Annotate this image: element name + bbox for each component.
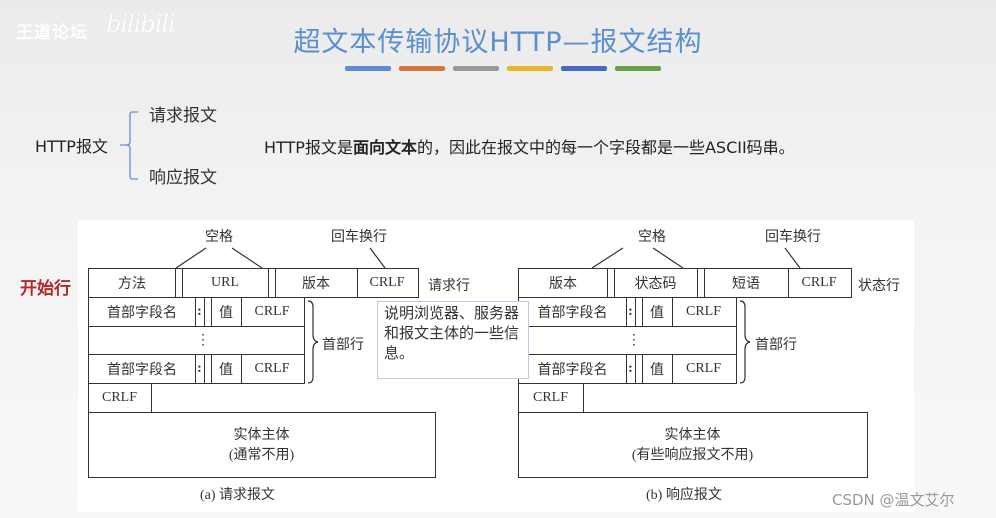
request-crlf-label: 回车换行 bbox=[331, 230, 387, 245]
color-bar bbox=[615, 66, 661, 71]
entity-body-note: (通常不用) bbox=[228, 448, 295, 463]
header-value: 值 bbox=[650, 306, 664, 321]
request-line-label: 请求行 bbox=[428, 279, 470, 294]
desc-post: 的，因此在报文中的每一个字段都是一些ASCII码串。 bbox=[416, 138, 795, 157]
wangdao-logo: 王道论坛 bbox=[16, 23, 88, 43]
color-bar bbox=[453, 66, 499, 71]
header-row: 首部字段名 : 值 CRLF bbox=[518, 297, 737, 327]
response-space-label: 空格 bbox=[638, 230, 666, 245]
http-message-root: HTTP报文 bbox=[35, 137, 108, 156]
bilibili-logo: bilibili bbox=[106, 10, 176, 38]
cell-crlf: CRLF bbox=[801, 275, 837, 290]
entity-body-title: 实体主体 bbox=[664, 428, 721, 443]
status-line-label: 状态行 bbox=[858, 279, 900, 294]
cell-crlf: CRLF bbox=[369, 275, 405, 290]
header-value: 值 bbox=[219, 306, 233, 321]
header-crlf: CRLF bbox=[685, 361, 721, 376]
slide-title: 超文本传输协议HTTP—报文结构 bbox=[293, 27, 703, 58]
header-colon: : bbox=[197, 361, 202, 376]
request-caption: (a) 请求报文 bbox=[200, 488, 276, 503]
entity-body: 实体主体 (通常不用) bbox=[88, 412, 436, 478]
csdn-watermark: CSDN @温文艾尔 bbox=[832, 491, 955, 509]
desc-bold: 面向文本 bbox=[352, 138, 417, 157]
start-line-label: 开始行 bbox=[20, 279, 71, 299]
request-space-label: 空格 bbox=[205, 230, 233, 245]
request-header-label: 首部行 bbox=[322, 338, 364, 353]
header-ellipsis-row: ⋮ bbox=[88, 326, 305, 355]
cell-version: 版本 bbox=[549, 277, 577, 292]
cell-status-code: 状态码 bbox=[634, 277, 677, 292]
header-field-name: 首部字段名 bbox=[107, 306, 177, 321]
header-crlf: CRLF bbox=[254, 361, 290, 376]
color-bar bbox=[399, 66, 445, 71]
response-message-node: 响应报文 bbox=[149, 168, 217, 188]
color-bar bbox=[345, 66, 391, 71]
tree-brace-icon bbox=[120, 111, 138, 180]
entity-body-note: (有些响应报文不用) bbox=[631, 448, 754, 463]
header-ellipsis-row: ⋮ bbox=[518, 326, 737, 355]
header-field-name: 首部字段名 bbox=[537, 306, 608, 321]
color-bar bbox=[507, 66, 553, 71]
header-field-name: 首部字段名 bbox=[537, 363, 608, 378]
request-pointer-lines bbox=[175, 247, 386, 269]
ellipsis: ⋮ bbox=[627, 333, 641, 348]
cell-method: 方法 bbox=[118, 277, 146, 292]
header-value: 值 bbox=[219, 363, 233, 378]
request-header-brace-icon bbox=[307, 300, 319, 384]
response-header-label: 首部行 bbox=[755, 338, 797, 353]
desc-pre: HTTP报文是 bbox=[264, 138, 353, 157]
cell-version: 版本 bbox=[302, 277, 330, 292]
header-crlf: CRLF bbox=[685, 304, 721, 319]
entity-body-title: 实体主体 bbox=[233, 428, 290, 443]
header-row: 首部字段名 : 值 CRLF bbox=[88, 354, 305, 384]
blank-line-crlf: CRLF bbox=[88, 383, 152, 413]
response-crlf-label: 回车换行 bbox=[765, 230, 821, 245]
response-pointer-lines bbox=[591, 247, 801, 269]
blank-line-crlf: CRLF bbox=[518, 383, 584, 413]
header-value: 值 bbox=[650, 363, 664, 378]
cell-url: URL bbox=[211, 275, 239, 290]
header-row: 首部字段名 : 值 CRLF bbox=[88, 297, 305, 327]
request-message-node: 请求报文 bbox=[149, 106, 217, 126]
cell-phrase: 短语 bbox=[732, 277, 760, 292]
header-colon: : bbox=[628, 361, 633, 376]
ellipsis: ⋮ bbox=[196, 333, 210, 348]
header-row: 首部字段名 : 值 CRLF bbox=[518, 354, 737, 384]
header-crlf: CRLF bbox=[254, 304, 290, 319]
header-field-name: 首部字段名 bbox=[107, 363, 177, 378]
response-header-brace-icon bbox=[739, 300, 751, 384]
header-annotation-callout: 说明浏览器、服务器和报文主体的一些信息。 bbox=[377, 301, 529, 379]
entity-body: 实体主体 (有些响应报文不用) bbox=[518, 412, 868, 478]
response-caption: (b) 响应报文 bbox=[646, 488, 722, 503]
blank-crlf-text: CRLF bbox=[101, 390, 137, 405]
header-colon: : bbox=[197, 304, 202, 319]
request-line: 方法 URL 版本 CRLF bbox=[88, 268, 419, 298]
status-line: 版本 状态码 短语 CRLF bbox=[518, 268, 852, 298]
color-bar bbox=[561, 66, 607, 71]
title-color-bars bbox=[345, 66, 661, 71]
http-description: HTTP报文是面向文本的，因此在报文中的每一个字段都是一些ASCII码串。 bbox=[264, 134, 795, 158]
header-colon: : bbox=[628, 304, 633, 319]
blank-crlf-text: CRLF bbox=[532, 390, 568, 405]
